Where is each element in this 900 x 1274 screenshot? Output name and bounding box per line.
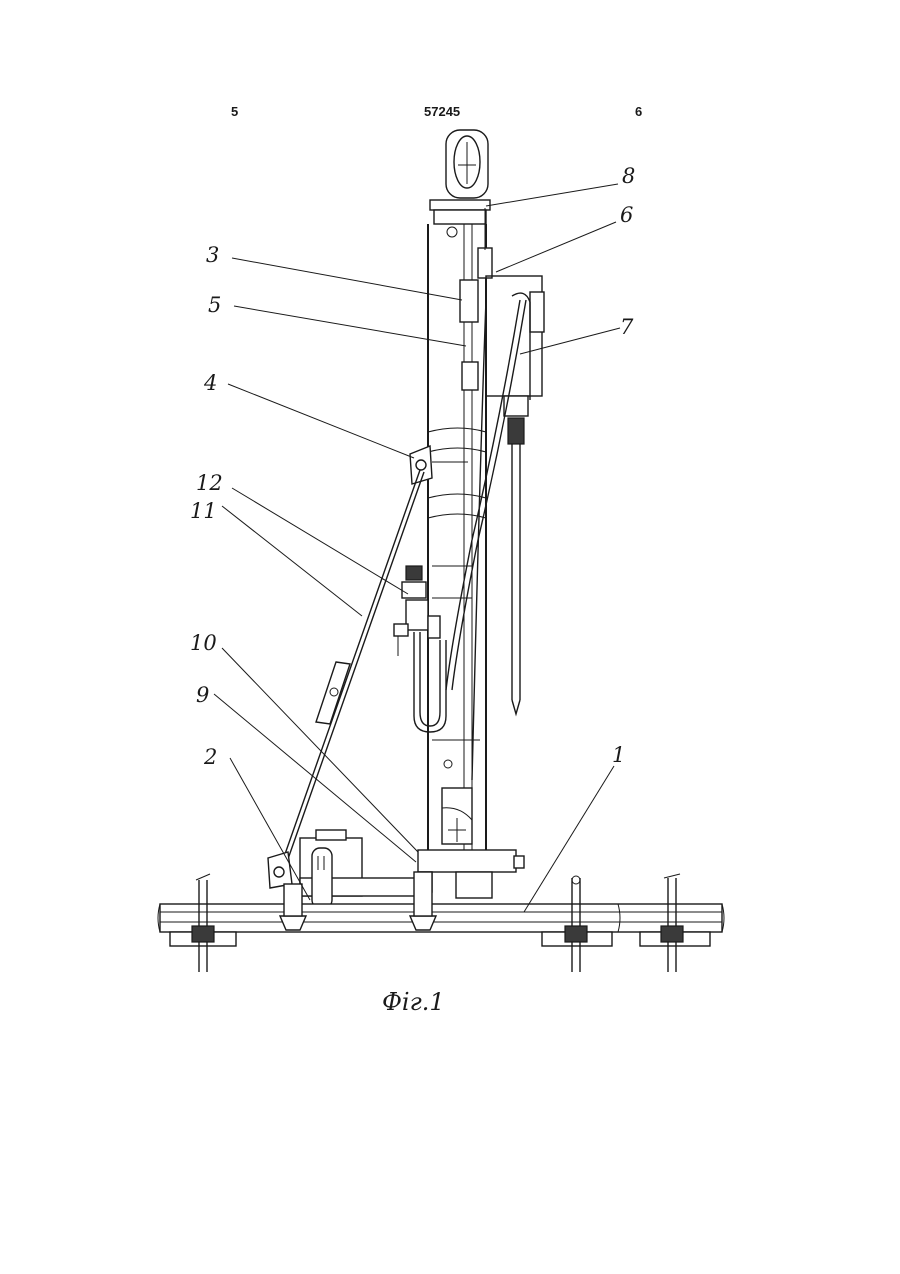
base-carriage (418, 850, 524, 898)
callout-11: 11 (190, 499, 217, 523)
callout-10: 10 (190, 631, 217, 655)
figure-caption: Фiг.1 (382, 988, 445, 1016)
top-pulley (446, 130, 488, 198)
callout-7: 7 (620, 315, 634, 339)
strut-rod (278, 470, 424, 876)
lower-mast-block (442, 760, 472, 844)
drill-carriage (460, 208, 492, 390)
callout-9: 9 (196, 683, 209, 707)
callout-6: 6 (620, 203, 633, 227)
motor-unit (300, 830, 420, 908)
callout-1: 1 (612, 743, 625, 767)
pivot-bracket (410, 446, 432, 484)
rail (158, 904, 724, 932)
callout-8: 8 (622, 164, 635, 188)
leader-lines (214, 184, 620, 912)
callout-5: 5 (208, 293, 221, 317)
mast-head (430, 200, 490, 237)
callout-4: 4 (203, 371, 217, 395)
valve-assembly (394, 566, 446, 732)
lower-pivot (268, 852, 292, 888)
callout-3: 3 (206, 243, 219, 267)
callout-2: 2 (203, 745, 217, 769)
callout-12: 12 (196, 471, 223, 495)
drill-frame (486, 276, 544, 714)
